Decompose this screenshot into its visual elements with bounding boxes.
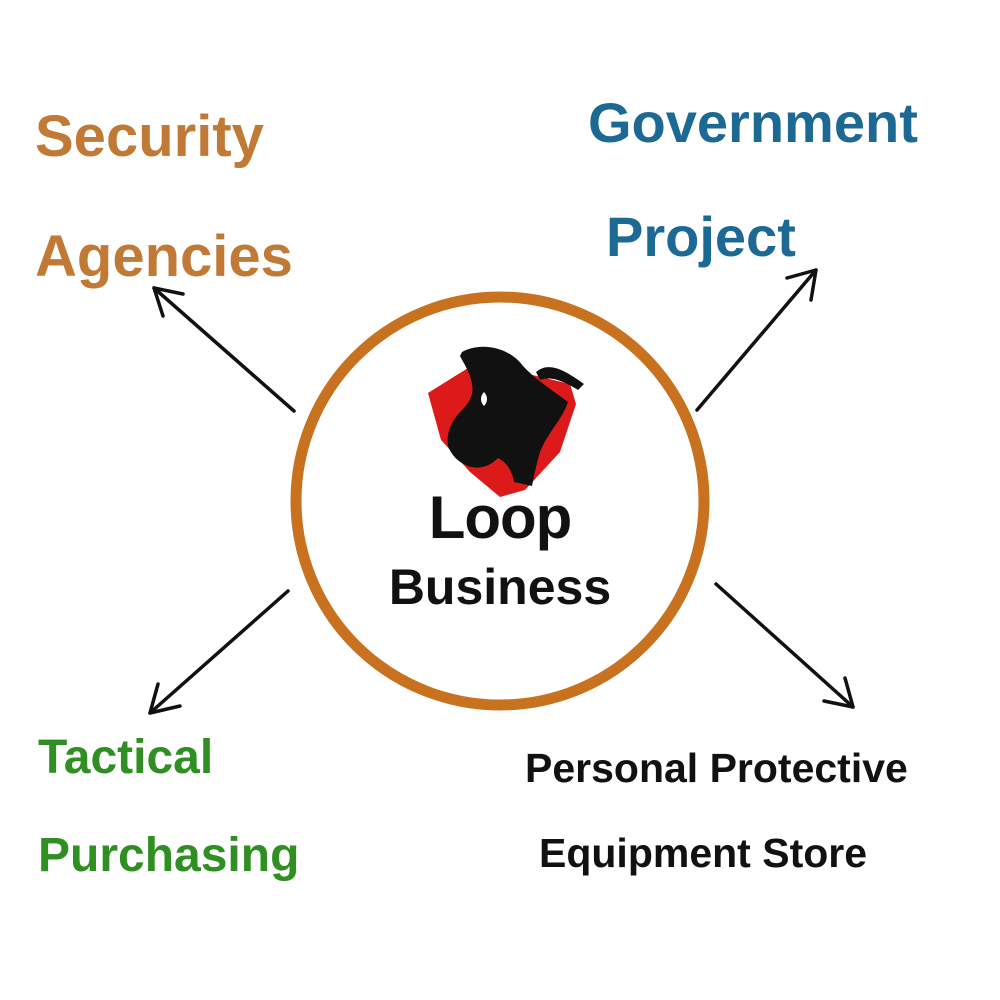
security-label-line1: Security [35, 104, 264, 169]
security-agencies-label: Security Agencies [35, 108, 293, 286]
center-brand: Loop Business [330, 484, 670, 615]
arrow-down-left-icon [148, 589, 290, 715]
ppe-label-line2: Equipment Store [539, 830, 868, 876]
government-label-line1: Government [588, 91, 918, 154]
arrow-down-right-icon [714, 582, 855, 709]
ppe-store-label: Personal Protective Equipment Store [525, 748, 908, 874]
government-label-line2: Project [606, 205, 796, 268]
tactical-purchasing-label: Tactical Purchasing [38, 734, 299, 880]
security-label-line2: Agencies [35, 224, 293, 289]
brand-name: Loop [428, 484, 573, 551]
brand-subtitle: Business [388, 559, 612, 615]
arrow-up-right-icon [695, 268, 818, 412]
tactical-label-line2: Purchasing [38, 829, 300, 882]
arrow-up-left-icon [152, 286, 296, 413]
bull-shield-logo-icon [428, 346, 584, 497]
government-project-label: Government Project [588, 95, 918, 265]
center-ring [290, 291, 710, 711]
ppe-label-line1: Personal Protective [525, 745, 908, 791]
tactical-label-line1: Tactical [38, 731, 214, 784]
